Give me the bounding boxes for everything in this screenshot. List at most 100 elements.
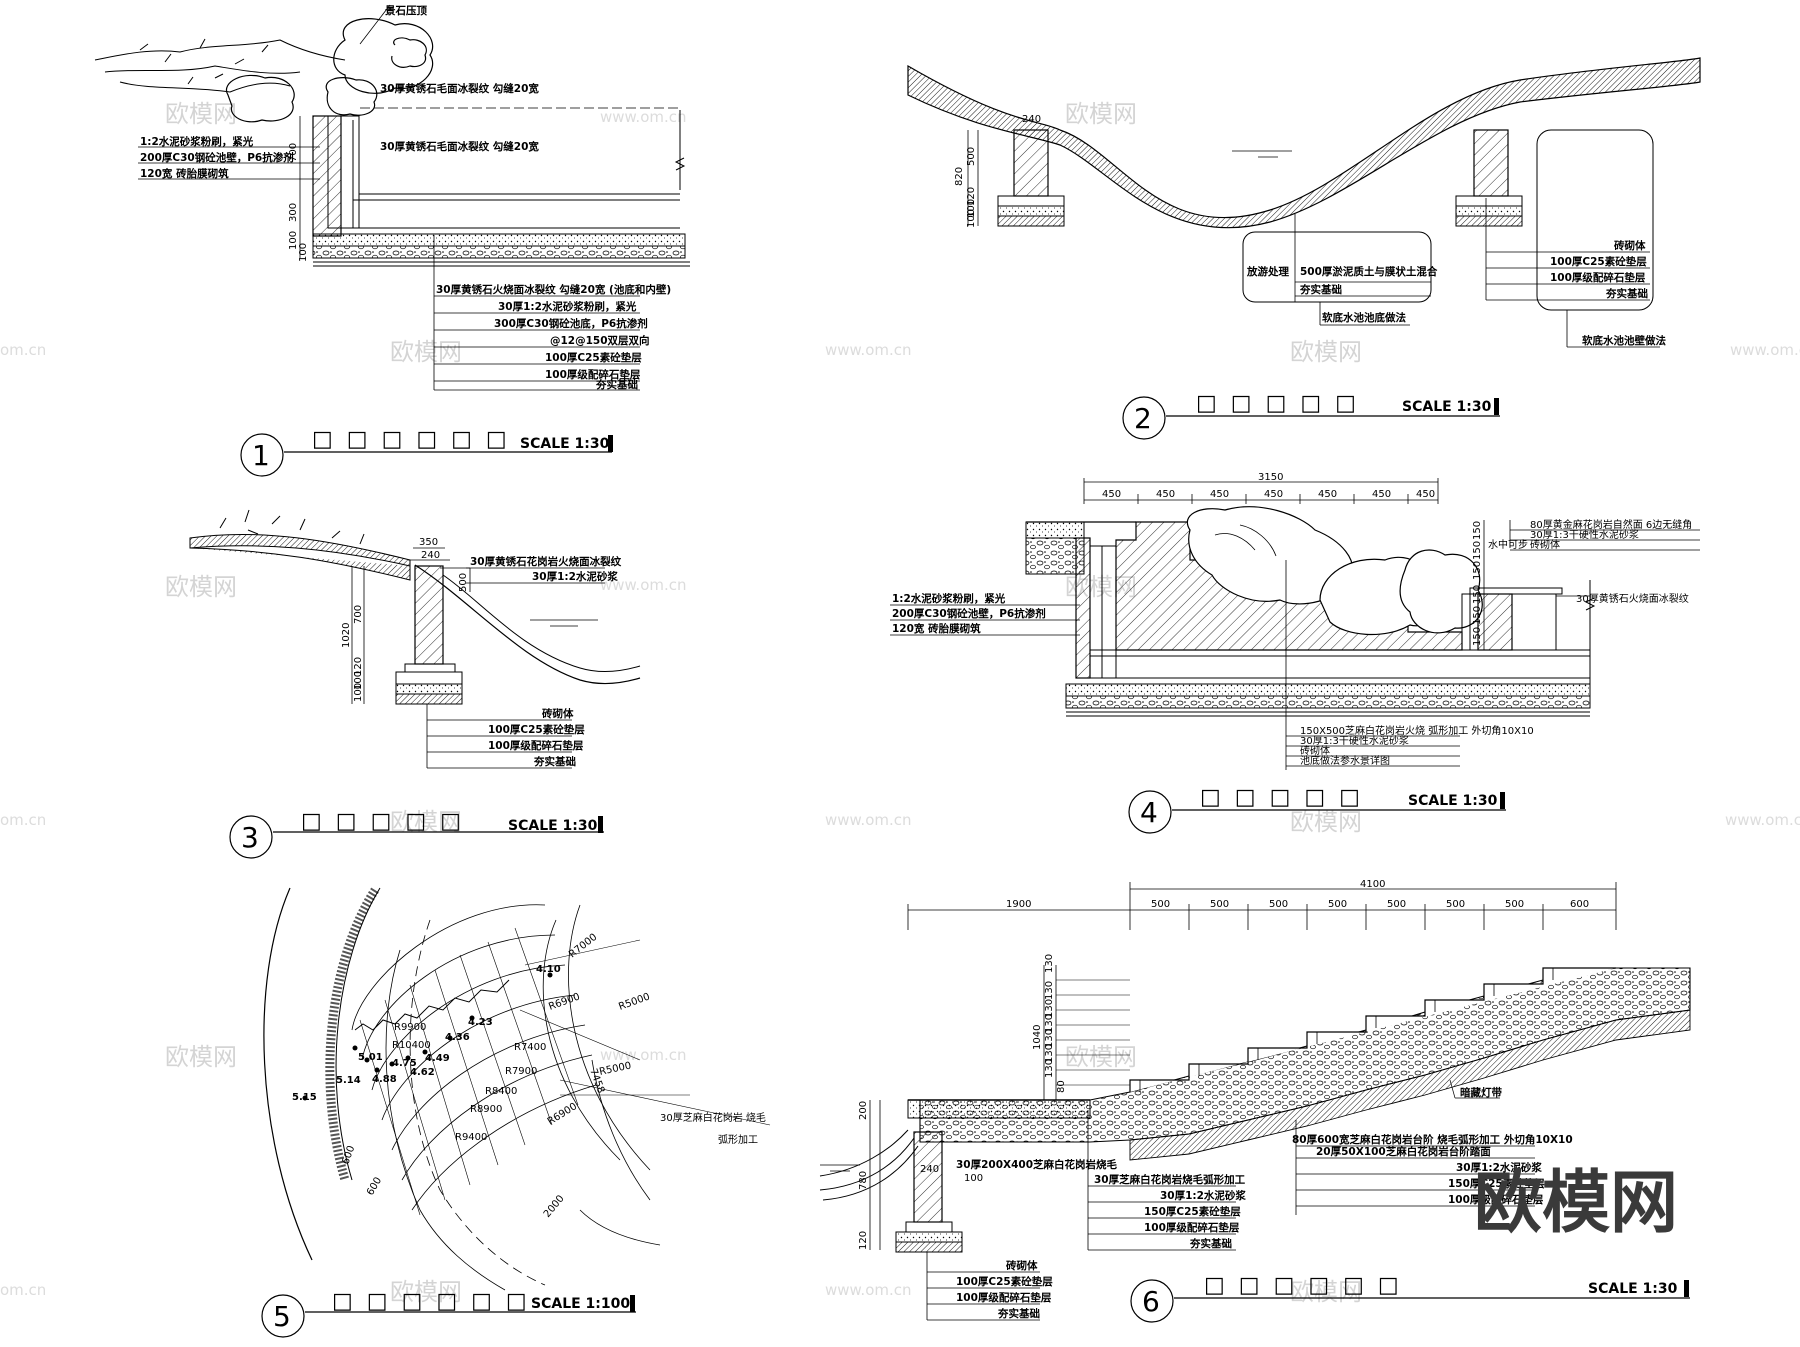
dim-rise: 150 (1472, 627, 1483, 646)
watermark-url: www.om.cn (600, 108, 687, 126)
note-layer: 夯实基础 (1189, 1237, 1232, 1250)
note-treatment: 放游处理 (1246, 265, 1289, 278)
note-top-stone: 景石压顶 (384, 4, 427, 17)
watermark: 欧模网 (390, 808, 462, 836)
scale-label: SCALE 1:30 (520, 436, 610, 452)
watermark: 欧模网 (1290, 338, 1362, 366)
watermark: 欧模网 (1065, 1043, 1137, 1071)
watermark: 欧模网 (165, 1043, 237, 1071)
dim-100: 100 (353, 683, 364, 702)
dim-600: 600 (365, 1175, 384, 1197)
dim-780: 780 (858, 1171, 869, 1190)
note-base: 100厚C25素砼垫层 (545, 351, 642, 364)
note-wall: 200厚C30钢砼池壁，P6抗渗剂 (892, 607, 1046, 620)
dim-120: 120 (353, 657, 364, 676)
dim-span: 500 (1387, 899, 1406, 910)
watermark: 欧模网 (165, 573, 237, 601)
watermark-url: om.cn (0, 1281, 46, 1299)
note-layer: 砖砌体 (1300, 744, 1330, 757)
note-layer: 砖砌体 (1614, 239, 1646, 252)
watermark-url: www.om.cn (825, 341, 912, 359)
note-base: @12@150双层双向 (550, 334, 650, 347)
dim-span: 500 (1505, 899, 1524, 910)
dim-240: 240 (1022, 114, 1041, 125)
note-layer: 500厚淤泥质土与膜状土混合 (1300, 265, 1438, 278)
scale-label: SCALE 1:30 (1408, 793, 1498, 809)
note-wall: 200厚C30钢砼池壁，P6抗渗剂 (140, 151, 294, 164)
note-layer: 砖砌体 (1530, 538, 1560, 551)
dim-rise: 150 (1472, 606, 1483, 625)
note-layer: 夯实基础 (1299, 283, 1342, 296)
dim-rise: 130 (1044, 1059, 1055, 1078)
detail-number: 4 (1140, 796, 1158, 829)
detail-number: 1 (252, 439, 270, 472)
note-layer: 80厚600宽芝麻白花岗岩台阶 烧毛弧形加工 外切角10X10 (1292, 1133, 1573, 1146)
note-layer: 100厚级配碎石垫层 (488, 739, 584, 752)
watermark: 欧模网 (165, 100, 237, 128)
note-layer: 30厚1:2水泥砂浆 (1456, 1161, 1542, 1174)
note-wall: 120宽 砖胎膜砌筑 (892, 622, 981, 635)
dim-100: 100 (353, 671, 364, 690)
elevation-label: 4.62 (410, 1067, 435, 1078)
note-layer: 夯实基础 (997, 1307, 1040, 1320)
dim-500: 500 (966, 147, 977, 166)
radius-label: R7900 (505, 1066, 537, 1077)
note-layer: 100厚级配碎石垫层 (1144, 1221, 1240, 1234)
dim-rise: 130 (1044, 1014, 1055, 1033)
dim-100: 100 (966, 199, 977, 218)
dim-span: 450 (1318, 489, 1337, 500)
dim-span: 450 (1264, 489, 1283, 500)
dim-span: 450 (1102, 489, 1121, 500)
dim-rise: 150 (1472, 521, 1483, 540)
note-layer: 100厚C25素砼垫层 (956, 1275, 1053, 1288)
dim-120: 120 (858, 1231, 869, 1250)
note-cap: 30厚黄锈石花岗岩火烧面冰裂纹 (470, 555, 622, 568)
dim-2000: 2000 (542, 1193, 567, 1220)
watermark-url: www.om.cn (825, 811, 912, 829)
dim-rise: 150 (1472, 561, 1483, 580)
elevation-label: 5.15 (292, 1092, 317, 1103)
detail-title: □□□□□□ (312, 427, 521, 452)
dim-span: 500 (1446, 899, 1465, 910)
watermark-url: om.cn (0, 341, 46, 359)
note-layer: 砖砌体 (542, 707, 574, 720)
note-light: 暗藏灯带 (1460, 1086, 1502, 1099)
radius-label: R8400 (485, 1086, 517, 1097)
dim-120: 120 (966, 187, 977, 206)
elevation-label: 4.10 (536, 964, 561, 975)
watermark-layer: 欧模网 www.om.cn 欧模网 欧模网 www.om.cn 欧模网 om.c… (0, 100, 1800, 1306)
elevation-label: 4.75 (392, 1058, 417, 1069)
dim-span: 600 (1570, 899, 1589, 910)
note-layer: 100厚级配碎石垫层 (1550, 271, 1646, 284)
dim-rise: 80 (1056, 1080, 1067, 1093)
detail-number: 2 (1134, 402, 1152, 435)
note-layer: 30厚200X400芝麻白花岗岩烧毛 (956, 1158, 1118, 1171)
note-base: 30厚1:2水泥砂浆粉刷，紧光 (498, 300, 637, 313)
dim-span: 450 (1156, 489, 1175, 500)
note-layer: 30厚芝麻白花岗岩烧毛弧形加工 (1094, 1173, 1246, 1186)
detail-6: 4100 1900 500 500 500 500 500 500 500 60… (819, 879, 1691, 1323)
watermark-url: www.om.cn (1725, 811, 1800, 829)
dim-100: 100 (288, 231, 299, 250)
detail-title: □□□□□□ (1204, 1273, 1413, 1298)
note-layer: 砖砌体 (1006, 1259, 1038, 1272)
detail-2: 240 500 820 120 100 100 放游处理 500厚淤泥质土与膜状… (907, 57, 1701, 440)
dim-span: 500 (1269, 899, 1288, 910)
dim-span: 450 (1416, 489, 1435, 500)
note-layer: 150厚C25素砼垫层 (1144, 1205, 1241, 1218)
dim-rise: 130 (1044, 1044, 1055, 1063)
dim-300: 300 (288, 203, 299, 222)
dim-500: 500 (458, 573, 469, 592)
elevation-label: 4.88 (372, 1074, 397, 1085)
detail-number: 6 (1142, 1285, 1160, 1318)
note-wall: 1:2水泥砂浆粉刷，紧光 (892, 592, 1006, 605)
note-cap: 30厚黄锈石火烧面冰裂纹 (1576, 592, 1689, 605)
elevation-label: 4.49 (425, 1053, 450, 1064)
note-cap: 30厚黄锈石毛面冰裂纹 勾缝20宽 (380, 82, 539, 95)
note-base: 夯实基础 (595, 378, 638, 391)
elevation-label: 4.23 (468, 1017, 493, 1028)
dim-700: 700 (353, 605, 364, 624)
note-layer: 30厚1:2水泥砂浆 (1160, 1189, 1246, 1202)
radius-label: R9400 (455, 1132, 487, 1143)
note-layer: 30厚1:3干硬性水泥砂浆 (1530, 528, 1639, 541)
